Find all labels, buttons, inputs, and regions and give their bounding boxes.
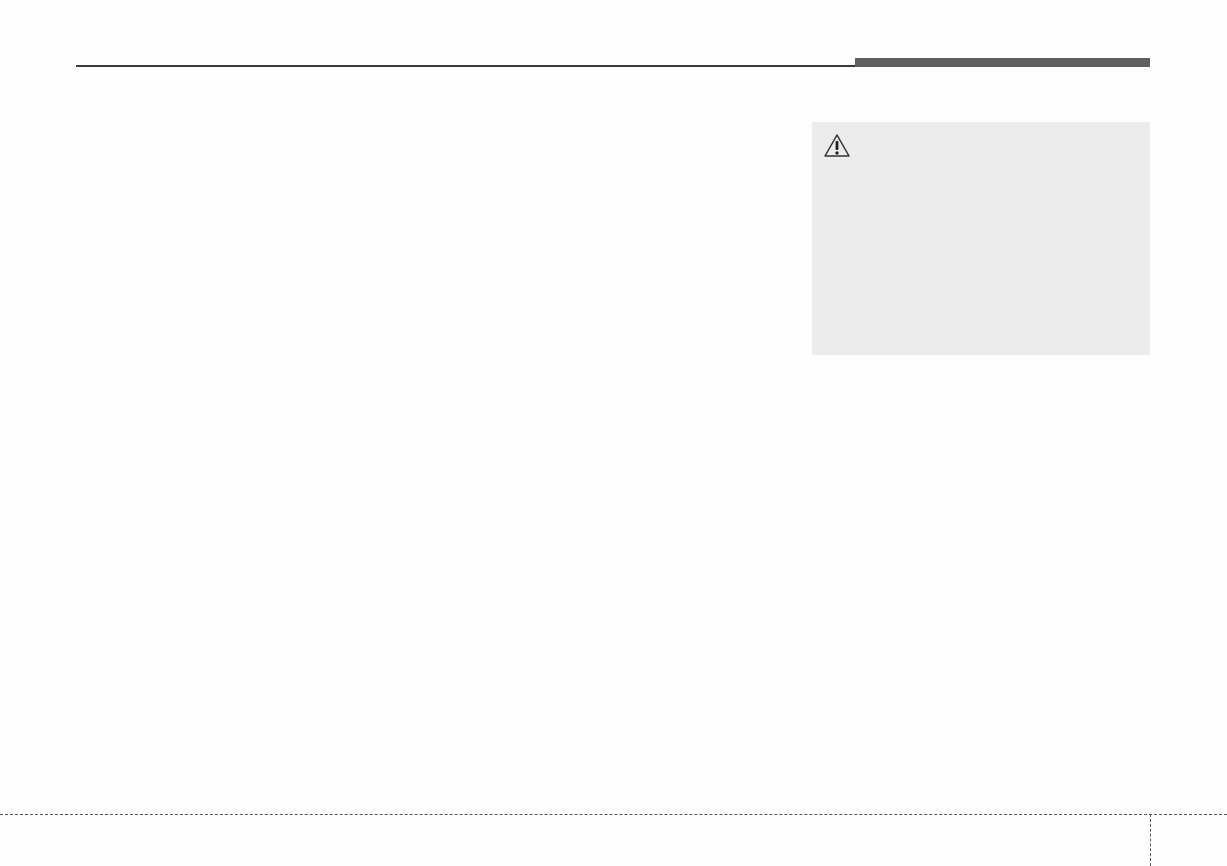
warning-box	[812, 122, 1150, 355]
footer-page-divider	[1150, 814, 1151, 866]
header-rule	[76, 65, 1150, 67]
header-section-tab	[855, 58, 1150, 67]
warning-triangle-icon	[823, 133, 851, 158]
footer-dashed-line	[0, 814, 1227, 815]
